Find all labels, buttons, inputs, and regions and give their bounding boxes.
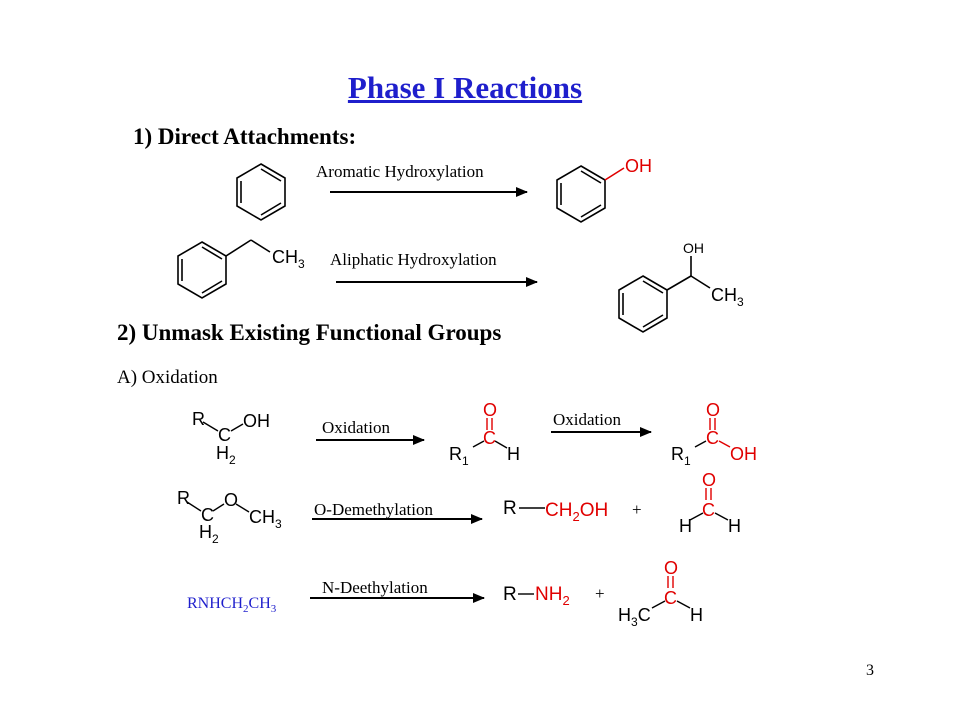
svg-text:C: C <box>664 588 677 608</box>
svg-text:R: R <box>192 409 205 429</box>
oxidation-label-2: Oxidation <box>553 410 621 429</box>
plus-sign-2: + <box>595 584 605 603</box>
phenylethanol-ch3-label: CH3 <box>711 285 744 309</box>
svg-text:R: R <box>177 488 190 508</box>
svg-text:CH2OH: CH2OH <box>545 500 608 524</box>
svg-text:R1: R1 <box>671 444 691 468</box>
phenylethanol-oh-label: OH <box>683 240 704 256</box>
aliphatic-hydroxylation-label: Aliphatic Hydroxylation <box>330 250 497 269</box>
svg-text:NH2: NH2 <box>535 584 570 608</box>
svg-text:H: H <box>728 516 741 536</box>
phenol-structure: OH <box>556 156 652 223</box>
svg-text:R: R <box>503 584 517 605</box>
svg-text:C: C <box>218 425 231 445</box>
o-demethylation-label: O-Demethylation <box>314 500 433 519</box>
alcohol-product-structure: R CH2OH + <box>503 498 642 524</box>
svg-text:OH: OH <box>730 444 757 464</box>
phenol-oh-label: OH <box>625 156 652 176</box>
primary-amine-structure: R NH2 + <box>503 584 605 608</box>
phenylethanol-structure: OH CH3 <box>618 240 744 333</box>
section-1-heading: 1) Direct Attachments: <box>133 124 357 149</box>
primary-alcohol-structure: R C OH H2 <box>192 409 270 467</box>
svg-text:C: C <box>706 428 719 448</box>
carboxylic-acid-structure: O C R1 OH <box>671 400 757 468</box>
formaldehyde-structure: O C H H <box>679 470 741 536</box>
n-deethylation-label: N-Deethylation <box>322 578 428 597</box>
svg-text:R1: R1 <box>449 444 469 468</box>
svg-text:O: O <box>483 400 497 420</box>
svg-text:C: C <box>201 505 214 525</box>
svg-text:CH3: CH3 <box>249 507 282 531</box>
svg-text:H: H <box>690 605 703 625</box>
svg-text:O: O <box>702 470 716 490</box>
svg-text:O: O <box>706 400 720 420</box>
svg-text:H2: H2 <box>199 522 219 546</box>
svg-text:OH: OH <box>243 411 270 431</box>
oxidation-subheading: A) Oxidation <box>117 367 218 388</box>
svg-text:H: H <box>507 444 520 464</box>
svg-text:O: O <box>664 558 678 578</box>
ethylbenzene-ch3-label: CH3 <box>272 247 305 271</box>
svg-text:H3C: H3C <box>618 605 651 629</box>
svg-text:H: H <box>679 516 692 536</box>
aldehyde-structure: O C R1 H <box>449 400 520 468</box>
diethylamine-reactant: RNHCH2CH3 <box>187 595 277 615</box>
aromatic-hydroxylation-label: Aromatic Hydroxylation <box>316 162 484 181</box>
svg-text:C: C <box>702 500 715 520</box>
svg-text:O: O <box>224 490 238 510</box>
page-number: 3 <box>866 662 874 679</box>
svg-text:C: C <box>483 428 496 448</box>
plus-sign-1: + <box>632 500 642 519</box>
methyl-ether-structure: R C O CH3 H2 <box>177 488 282 546</box>
ethylbenzene-structure: CH3 <box>177 239 305 299</box>
svg-text:R: R <box>503 498 517 519</box>
benzene-structure <box>236 163 286 221</box>
section-2-heading: 2) Unmask Existing Functional Groups <box>117 320 502 345</box>
svg-text:H2: H2 <box>216 443 236 467</box>
acetaldehyde-structure: O C H3C H <box>618 558 703 629</box>
oxidation-label-1: Oxidation <box>322 418 390 437</box>
page-title: Phase I Reactions <box>347 70 583 105</box>
